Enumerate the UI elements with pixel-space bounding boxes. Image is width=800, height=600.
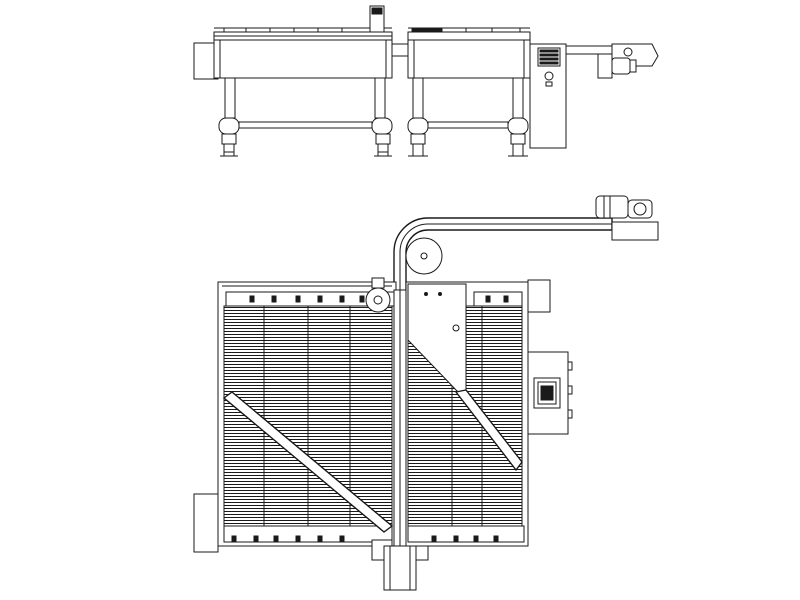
left-leg-b: [374, 77, 386, 119]
output-conveyor-curve: [393, 195, 659, 290]
exit-conveyor: [565, 43, 659, 79]
belt-lane-7: [481, 305, 523, 527]
gearbox: [627, 199, 653, 219]
left-conveyor-module: [193, 5, 393, 157]
right-top-rail: [407, 31, 531, 41]
left-drive-roller: [365, 287, 391, 313]
turn-pulley: [405, 237, 443, 275]
left-leg-a: [224, 77, 236, 119]
control-panel: [527, 351, 573, 435]
output-end-plate: [611, 221, 659, 241]
right-frame-body: [407, 39, 531, 79]
center-transfer-conveyor: [371, 289, 429, 591]
right-diagonal-guide: [454, 389, 523, 472]
control-cabinet: [529, 43, 567, 149]
drive-motor: [595, 195, 629, 219]
right-corner-guard: [527, 279, 551, 313]
belt-lane-4: [349, 305, 393, 527]
left-diagonal-guide: [222, 391, 394, 533]
right-conveyor-module: [407, 27, 531, 157]
left-end-guard: [193, 493, 219, 553]
left-accumulation-bed: [217, 277, 397, 547]
side-elevation-view: [193, 5, 659, 157]
transfer-joint: [391, 43, 409, 57]
left-crossbar: [238, 121, 373, 129]
plan-view: [193, 195, 659, 591]
left-frame-body: [213, 39, 393, 79]
exit-chute: [383, 545, 417, 591]
belt-lane-2: [263, 305, 309, 527]
right-accumulation-bed: [405, 279, 551, 547]
